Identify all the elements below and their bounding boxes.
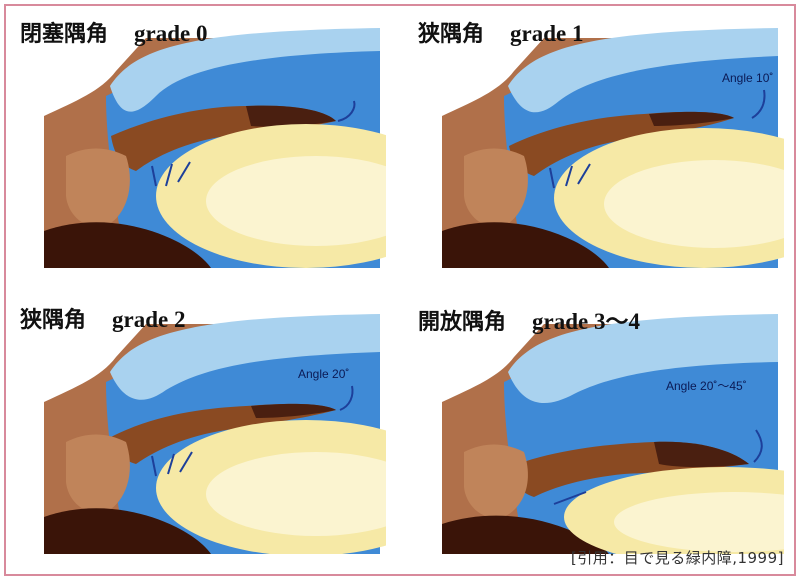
angle-type-label: 狭隅角 (20, 308, 86, 333)
grade-label: grade 1 (510, 21, 583, 46)
panel-title-grade-0: 閉塞隅角 grade 0 (20, 16, 207, 48)
grade-label: grade 0 (134, 21, 207, 46)
citation-text: [引用：目で見る緑内障,1999] (571, 547, 784, 568)
grade-label: grade 3～4 (532, 309, 640, 334)
angle-label: Angle 20˚ (298, 367, 349, 381)
panel-grade-0: 閉塞隅角 grade 0 (6, 6, 386, 268)
panel-grade-2: Angle 20˚ 狭隅角 grade 2 (6, 292, 386, 554)
panel-grade-1: Angle 10˚ 狭隅角 grade 1 (404, 6, 784, 268)
angle-type-label: 閉塞隅角 (20, 22, 108, 47)
grade-label: grade 2 (112, 307, 185, 332)
angle-type-label: 開放隅角 (418, 310, 506, 335)
figure-frame: 閉塞隅角 grade 0 Angle 10˚ 狭隅角 grade 1 (4, 4, 796, 576)
angle-type-label: 狭隅角 (418, 22, 484, 47)
angle-label: Angle 10˚ (722, 71, 773, 85)
panel-grade-3-4: Angle 20˚～45˚ 開放隅角 grade 3～4 (404, 292, 784, 554)
panel-title-grade-1: 狭隅角 grade 1 (418, 16, 583, 48)
angle-label: Angle 20˚～45˚ (666, 379, 747, 393)
panel-title-grade-3-4: 開放隅角 grade 3～4 (418, 302, 640, 336)
panel-title-grade-2: 狭隅角 grade 2 (20, 302, 185, 334)
